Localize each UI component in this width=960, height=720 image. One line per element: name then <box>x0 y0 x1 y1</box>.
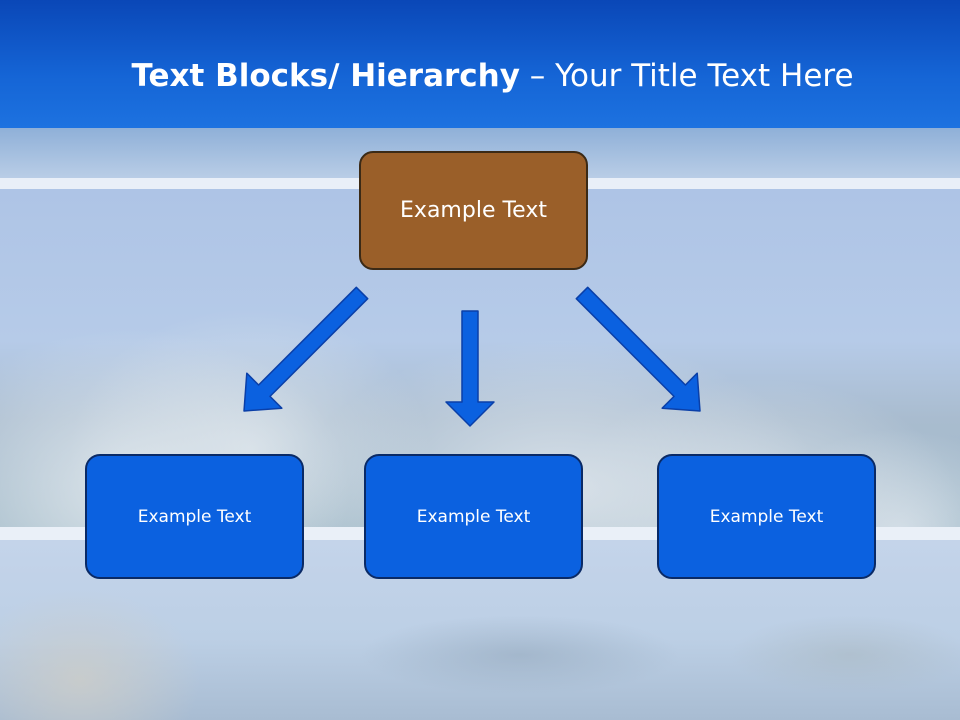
title-bold-part: Text Blocks/ Hierarchy <box>131 58 520 94</box>
arrow-right <box>575 286 701 412</box>
root-text-box[interactable]: Example Text <box>359 151 588 270</box>
arrow-middle <box>445 310 495 427</box>
child-text-label: Example Text <box>137 506 252 527</box>
child-text-box-left[interactable]: Example Text <box>85 454 304 579</box>
header-band <box>0 0 960 128</box>
child-text-label: Example Text <box>709 506 824 527</box>
slide-title: Text Blocks/ Hierarchy – Your Title Text… <box>0 50 960 102</box>
child-text-box-middle[interactable]: Example Text <box>364 454 583 579</box>
root-text-label: Example Text <box>400 198 547 223</box>
arrow-left <box>243 286 369 412</box>
child-text-box-right[interactable]: Example Text <box>657 454 876 579</box>
child-text-label: Example Text <box>416 506 531 527</box>
title-rest-part: – Your Title Text Here <box>519 58 854 94</box>
